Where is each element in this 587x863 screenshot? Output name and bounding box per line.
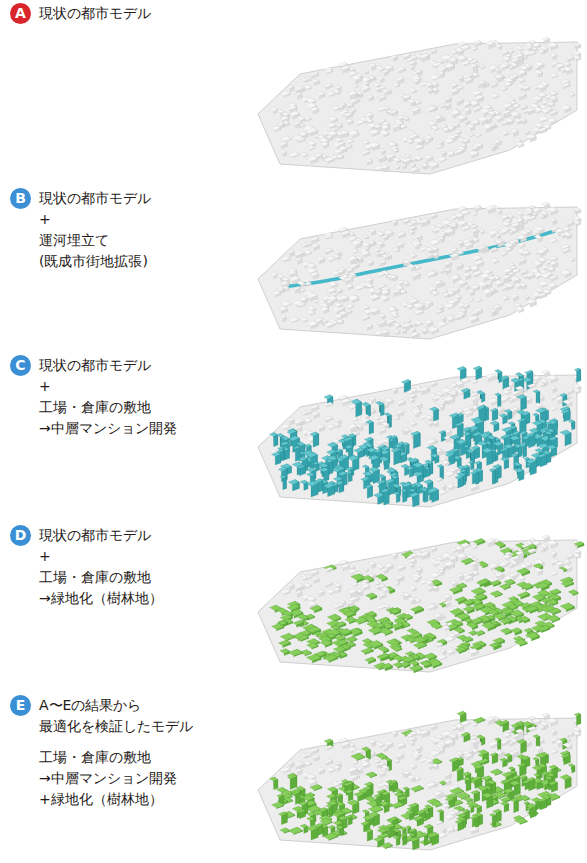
city-model [258,202,581,339]
city-model [258,37,581,174]
